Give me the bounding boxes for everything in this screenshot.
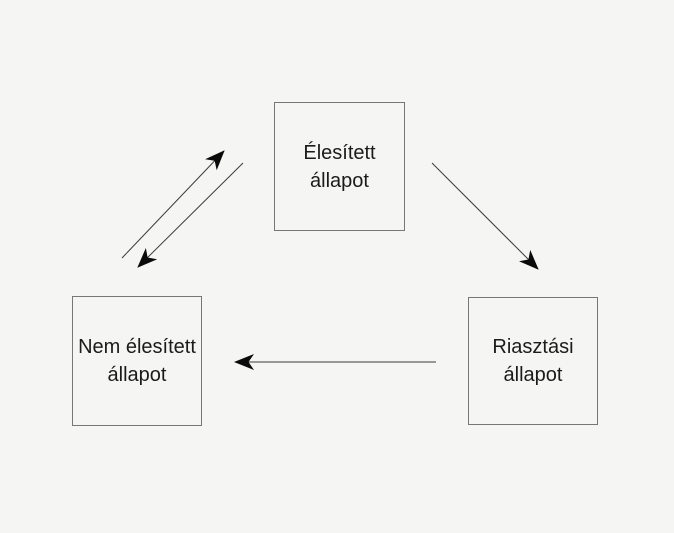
state-box-alarm-label-line2: állapot — [503, 364, 563, 386]
state-box-armed-label-line1: Élesített — [303, 141, 376, 164]
state-box-alarm-label-line1: Riasztási — [492, 336, 574, 358]
state-box-armed: Élesített állapot — [274, 102, 405, 231]
state-box-alarm: Riasztási állapot — [468, 297, 598, 425]
arrow-armed-to-alarm — [431, 162, 539, 270]
state-box-armed-label-line2: állapot — [310, 169, 369, 192]
state-box-disarmed-label-line1: Nem élesített — [78, 336, 196, 358]
arrow-armed-to-disarmed — [137, 162, 244, 268]
arrow-disarmed-to-armed — [121, 150, 225, 259]
state-box-disarmed: Nem élesített állapot — [72, 296, 202, 426]
state-box-disarmed-label-line2: állapot — [107, 364, 167, 386]
